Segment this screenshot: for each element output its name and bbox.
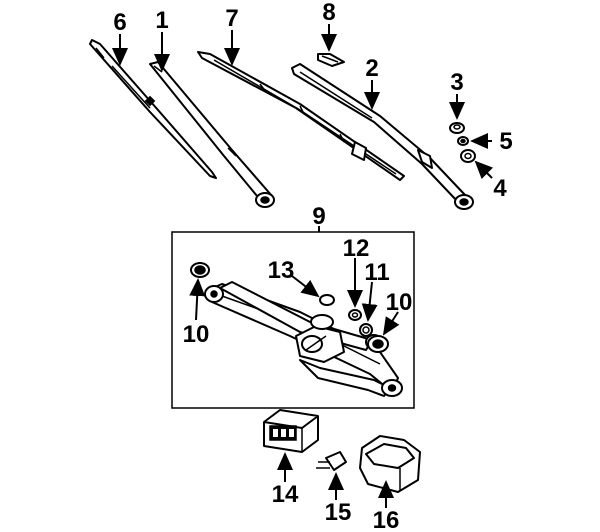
wiper-linkage-assembly (204, 281, 403, 397)
callout-4: 4 (493, 175, 507, 202)
callout-5: 5 (499, 128, 512, 155)
callout-10-right: 10 (386, 289, 413, 316)
part-10-grommet-right (367, 335, 389, 353)
part-3-cap (449, 122, 465, 134)
part-5-washer (457, 136, 469, 146)
callout-2: 2 (365, 55, 378, 82)
part-10-grommet-left (190, 262, 210, 278)
part-2-wiper-arm (291, 63, 474, 210)
callout-6: 6 (113, 9, 126, 36)
leader-lines (112, 24, 493, 508)
part-11-bushing (359, 323, 373, 337)
part-4-nut (460, 149, 476, 163)
part-15-clip (316, 451, 347, 471)
part-1-wiper-arm (149, 61, 275, 208)
callout-1: 1 (155, 7, 168, 34)
callout-10-left: 10 (183, 321, 210, 348)
callout-7: 7 (225, 5, 238, 32)
part-16-cover (359, 435, 421, 493)
callout-16: 16 (373, 507, 400, 532)
callout-3: 3 (450, 69, 463, 96)
part-8-blade-clip (317, 53, 345, 67)
callout-labels: 6 1 7 8 2 3 5 4 9 13 12 11 10 10 14 15 1… (113, 0, 512, 532)
part-13-nut (319, 294, 335, 306)
callout-8: 8 (322, 0, 335, 26)
callout-13: 13 (268, 257, 295, 284)
part-6-wiper-arm (89, 39, 217, 179)
callout-12: 12 (343, 235, 370, 262)
part-14-relay (263, 409, 319, 453)
callout-9: 9 (312, 203, 325, 230)
callout-14: 14 (272, 481, 299, 508)
callout-11: 11 (364, 259, 389, 286)
callout-15: 15 (325, 499, 352, 526)
part-12-washer (348, 309, 362, 321)
linkage-assembly-box (171, 231, 415, 409)
